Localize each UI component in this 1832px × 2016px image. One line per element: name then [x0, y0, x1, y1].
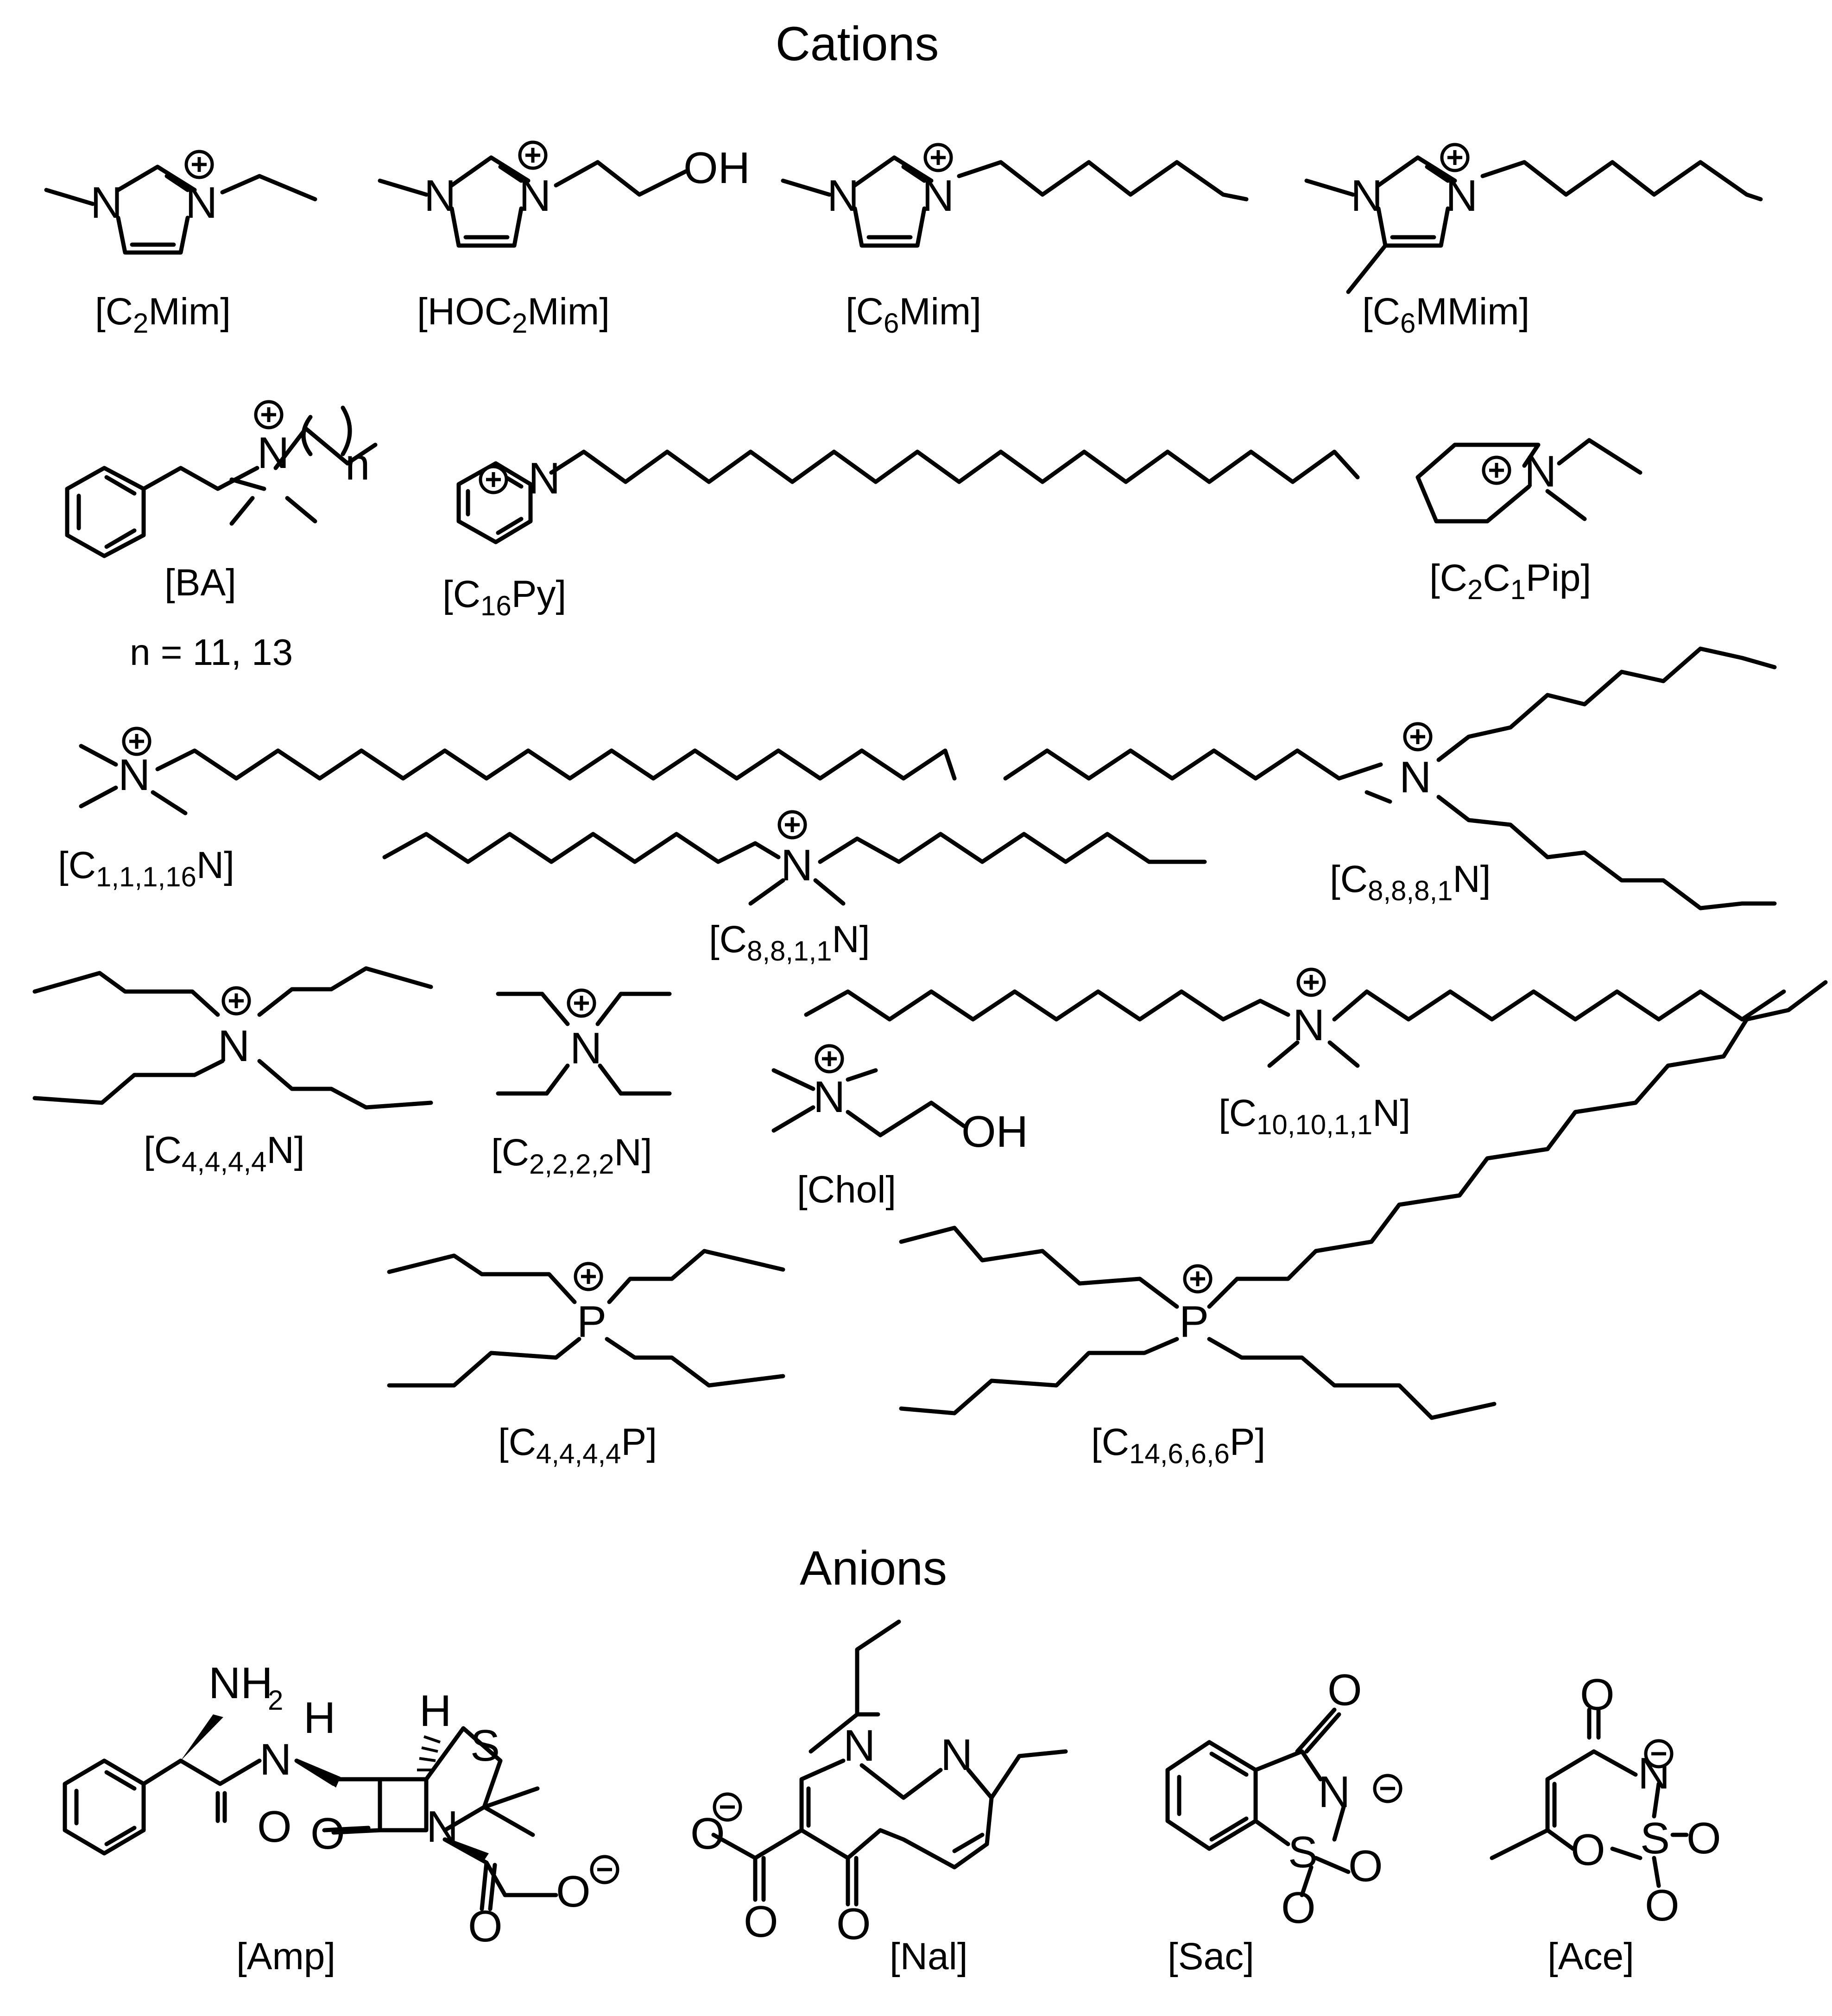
svg-text:N: N: [259, 1735, 291, 1784]
structure-c11116n: N [C1,1,1,16N]: [58, 728, 957, 892]
structure-c8881n: N [C8,8,8,1N]: [1003, 646, 1777, 910]
svg-text:O: O: [1571, 1825, 1605, 1875]
svg-text:P: P: [577, 1297, 606, 1346]
label-nal: [Nal]: [890, 1935, 968, 1978]
svg-text:N: N: [1318, 1767, 1350, 1817]
svg-text:N: N: [424, 171, 456, 221]
svg-text:O: O: [1348, 1841, 1383, 1891]
svg-text:S: S: [470, 1721, 500, 1770]
label-c8881n: [C8,8,8,1N]: [1330, 858, 1491, 906]
label-c8811n: [C8,8,1,1N]: [709, 918, 870, 967]
svg-text:N: N: [1399, 752, 1431, 802]
svg-text:N: N: [426, 1802, 458, 1852]
structure-ba: N n [BA] n = 11, 13: [65, 402, 378, 673]
structure-amp: NH 2 H N O H S N O O O [Amp]: [63, 1658, 618, 1978]
svg-text:N: N: [922, 171, 954, 221]
label-ace: [Ace]: [1548, 1935, 1634, 1978]
svg-text:O: O: [1645, 1881, 1680, 1930]
svg-text:N: N: [118, 750, 150, 800]
structure-c2222n: N [C2,2,2,2N]: [491, 990, 672, 1180]
structure-c6mim: N N [C6Mim]: [781, 145, 1249, 339]
label-c101011n: [C10,10,1,1N]: [1219, 1092, 1410, 1140]
label-c6mim: [C6Mim]: [846, 291, 981, 339]
label-chol: [Chol]: [797, 1169, 896, 1211]
structure-ace: O N S O O O [Ace]: [1490, 1670, 1721, 1978]
structure-sac: N O S O O [Sac]: [1165, 1665, 1401, 1978]
svg-text:N: N: [257, 428, 289, 478]
note-ba: n = 11, 13: [130, 632, 293, 673]
structure-c101011n: N [C10,10,1,1N]: [804, 969, 1786, 1140]
label-ba: [BA]: [164, 562, 236, 604]
svg-text:N: N: [813, 1072, 845, 1122]
svg-text:N: N: [1351, 171, 1383, 221]
svg-text:N: N: [941, 1730, 973, 1780]
label-hoc2mim: [HOC2Mim]: [417, 291, 610, 339]
svg-text:P: P: [1179, 1297, 1209, 1346]
label-c4444p: [C4,4,4,4P]: [498, 1421, 657, 1469]
svg-text:N: N: [781, 841, 813, 890]
cations-title: Cations: [776, 17, 939, 71]
structure-c4444n: N [C4,4,4,4N]: [32, 966, 433, 1177]
structure-chol: N OH [Chol]: [771, 1046, 1028, 1211]
structure-c2mim: N N [C2Mim]: [44, 152, 317, 339]
structure-hoc2mim: N N OH [HOC2Mim]: [378, 142, 750, 339]
svg-text:N: N: [1524, 447, 1556, 496]
label-c14666p: [C14,6,6,6P]: [1091, 1421, 1265, 1469]
svg-text:N: N: [528, 454, 560, 503]
svg-text:OH: OH: [961, 1107, 1028, 1157]
svg-text:O: O: [310, 1809, 345, 1858]
svg-text:O: O: [744, 1897, 778, 1946]
svg-text:O: O: [1281, 1883, 1316, 1933]
svg-text:N: N: [218, 1021, 250, 1071]
svg-text:O: O: [1580, 1670, 1615, 1719]
structure-c14666p: P [C14,6,6,6P]: [899, 980, 1828, 1469]
svg-text:N: N: [90, 178, 122, 228]
label-sac: [Sac]: [1168, 1935, 1254, 1978]
label-c16py: [C16Py]: [442, 573, 566, 621]
svg-text:O: O: [1687, 1814, 1721, 1863]
svg-text:N: N: [1446, 171, 1478, 221]
svg-text:S: S: [1640, 1814, 1670, 1863]
svg-text:NH: NH: [208, 1658, 273, 1708]
label-amp: [Amp]: [236, 1935, 335, 1978]
label-c6mmim: [C6MMim]: [1362, 291, 1529, 339]
svg-text:N: N: [519, 171, 551, 221]
svg-text:O: O: [556, 1867, 591, 1916]
structure-nal: N N O O O [Nal]: [690, 1619, 1068, 1978]
structure-c2c1pip: N [C2C1Pip]: [1415, 438, 1642, 605]
label-c2c1pip: [C2C1Pip]: [1429, 557, 1591, 605]
svg-text:n: n: [345, 440, 370, 489]
svg-text:O: O: [257, 1802, 292, 1852]
svg-text:H: H: [303, 1693, 335, 1743]
svg-text:N: N: [185, 178, 217, 228]
label-c11116n: [C1,1,1,16N]: [58, 844, 234, 892]
structure-c4444p: P [C4,4,4,4P]: [387, 1249, 785, 1469]
svg-text:2: 2: [268, 1685, 283, 1716]
svg-text:N: N: [843, 1721, 875, 1770]
svg-text:OH: OH: [683, 143, 750, 193]
structure-c16py: N [C16Py]: [442, 449, 1360, 621]
anions-title: Anions: [800, 1542, 947, 1595]
svg-text:O: O: [836, 1899, 871, 1949]
label-c2222n: [C2,2,2,2N]: [491, 1131, 652, 1180]
structure-c6mmim: N N [C6MMim]: [1304, 145, 1763, 339]
svg-text:N: N: [570, 1024, 602, 1073]
svg-text:N: N: [827, 171, 859, 221]
structure-c8811n: N [C8,8,1,1N]: [382, 812, 1207, 967]
label-c4444n: [C4,4,4,4N]: [144, 1129, 305, 1177]
label-c2mim: [C2Mim]: [95, 291, 231, 339]
svg-text:H: H: [419, 1686, 451, 1736]
svg-text:N: N: [1293, 1000, 1325, 1050]
svg-text:S: S: [1288, 1827, 1318, 1877]
svg-text:O: O: [468, 1902, 503, 1951]
svg-text:O: O: [1327, 1665, 1362, 1715]
